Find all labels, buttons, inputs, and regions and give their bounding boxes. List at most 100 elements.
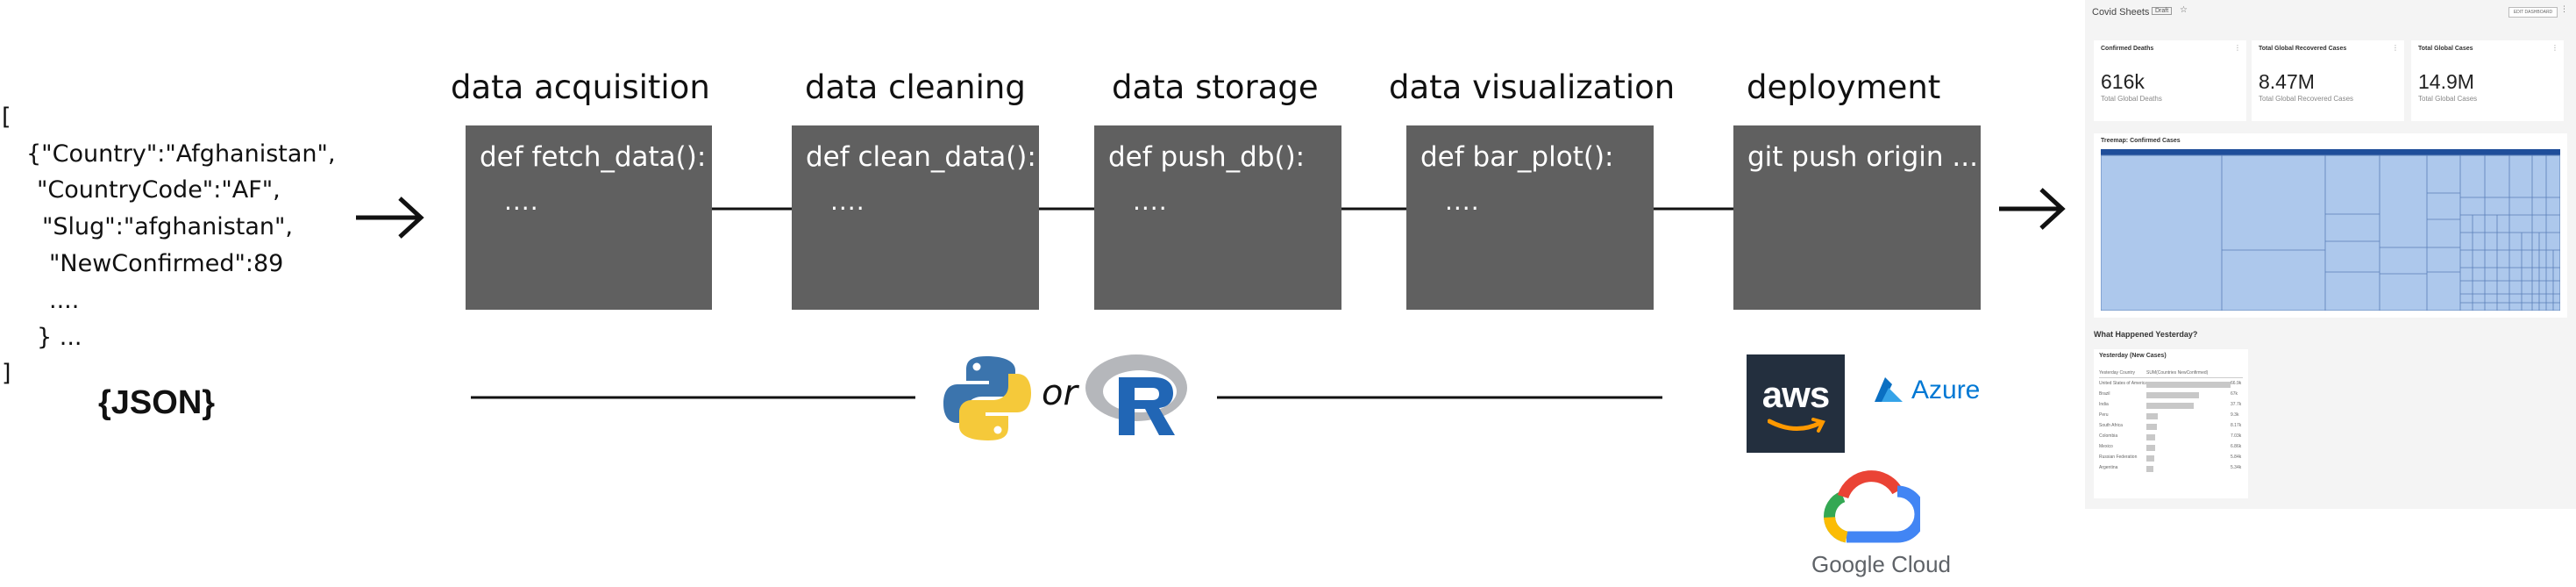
column-header[interactable]: Yesterday Country bbox=[2099, 370, 2135, 376]
treemap-chart bbox=[2101, 149, 2560, 311]
kebab-icon[interactable]: ⋮ bbox=[2551, 44, 2558, 52]
arrow-right-icon bbox=[1999, 188, 2066, 230]
kpi-value: 8.47M bbox=[2259, 70, 2315, 93]
treemap-panel: Treemap: Confirmed Cases bbox=[2094, 133, 2567, 318]
stage-box-acquisition: def fetch_data(): .... bbox=[466, 125, 712, 310]
table-row: Russian Federation 5.84k bbox=[2099, 455, 2243, 463]
yesterday-title: Yesterday (New Cases) bbox=[2099, 353, 2167, 359]
stage-title-acquisition: data acquisition bbox=[451, 68, 710, 106]
country-cell: Argentina bbox=[2099, 465, 2118, 470]
kebab-icon[interactable]: ⋮ bbox=[2392, 44, 2399, 52]
value-bar bbox=[2146, 413, 2159, 419]
aws-smile-icon bbox=[1768, 418, 1825, 433]
stage-title-deployment: deployment bbox=[1747, 68, 1941, 106]
azure-label: Azure bbox=[1911, 376, 1981, 404]
value-cell: 7.03k bbox=[2231, 433, 2242, 439]
table-row: Brazil 67k bbox=[2099, 391, 2243, 400]
kpi-card: Confirmed Deaths ⋮ 616k Total Global Dea… bbox=[2094, 40, 2246, 121]
kpi-label: Total Global Cases bbox=[2418, 46, 2473, 52]
stage-code: def fetch_data(): bbox=[480, 141, 707, 173]
value-cell: 67k bbox=[2231, 391, 2238, 397]
country-cell: United States of America bbox=[2099, 381, 2148, 386]
python-logo-icon bbox=[943, 356, 1031, 440]
json-line: {"Country":"Afghanistan", bbox=[26, 140, 336, 168]
stage-box-storage: def push_db(): .... bbox=[1094, 125, 1341, 310]
dashboard-screenshot: Covid Sheets Draft ☆ EDIT DASHBOARD ⋮ Co… bbox=[2085, 0, 2576, 509]
treemap-title: Treemap: Confirmed Cases bbox=[2101, 138, 2181, 144]
value-bar bbox=[2146, 434, 2155, 440]
stage-code: def push_db(): bbox=[1108, 141, 1306, 173]
value-bar bbox=[2146, 445, 2155, 451]
aws-logo: aws bbox=[1747, 354, 1845, 453]
value-bar bbox=[2146, 455, 2154, 462]
country-cell: Russian Federation bbox=[2099, 455, 2138, 460]
json-line: "Slug":"afghanistan", bbox=[42, 213, 294, 240]
table-row: Colombia 7.03k bbox=[2099, 433, 2243, 442]
value-cell: 37.7k bbox=[2231, 402, 2242, 407]
json-line: "CountryCode":"AF", bbox=[37, 176, 281, 204]
stage-dots: .... bbox=[1445, 187, 1480, 216]
value-cell: 5.84k bbox=[2231, 455, 2242, 460]
kpi-subtitle: Total Global Cases bbox=[2418, 95, 2478, 103]
value-cell: 5.34k bbox=[2231, 465, 2242, 470]
value-bar bbox=[2146, 382, 2231, 388]
json-line: } ... bbox=[37, 324, 82, 351]
more-menu-icon[interactable]: ⋮ bbox=[2560, 5, 2568, 14]
table-header: Yesterday Country SUM(Countries NewConfi… bbox=[2099, 370, 2243, 378]
kpi-value: 14.9M bbox=[2418, 70, 2474, 93]
google-cloud-logo-icon bbox=[1824, 470, 1920, 543]
kpi-subtitle: Total Global Deaths bbox=[2101, 95, 2162, 103]
column-header[interactable]: SUM(Countries NewConfirmed) bbox=[2146, 370, 2209, 376]
country-cell: Mexico bbox=[2099, 444, 2113, 449]
table-row: India 37.7k bbox=[2099, 402, 2243, 411]
kpi-card: Total Global Recovered Cases ⋮ 8.47M Tot… bbox=[2252, 40, 2404, 121]
arrow-right-icon bbox=[356, 197, 424, 239]
dashboard-title: Covid Sheets bbox=[2092, 7, 2150, 18]
stage-dots: .... bbox=[830, 187, 865, 216]
json-line: .... bbox=[49, 287, 80, 314]
google-cloud-label: Google Cloud bbox=[1811, 551, 1951, 577]
stage-title-storage: data storage bbox=[1112, 68, 1319, 106]
stage-code: def clean_data(): bbox=[806, 141, 1036, 173]
kpi-label: Confirmed Deaths bbox=[2101, 46, 2154, 52]
json-badge: {JSON} bbox=[98, 384, 216, 421]
section-title-yesterday: What Happened Yesterday? bbox=[2094, 330, 2198, 339]
stage-box-cleaning: def clean_data(): .... bbox=[792, 125, 1039, 310]
country-cell: Brazil bbox=[2099, 391, 2110, 397]
edit-dashboard-button[interactable]: EDIT DASHBOARD bbox=[2508, 7, 2558, 18]
table-row: Peru 9.3k bbox=[2099, 412, 2243, 421]
country-cell: India bbox=[2099, 402, 2109, 407]
or-label: or bbox=[1042, 373, 1078, 413]
country-cell: Colombia bbox=[2099, 433, 2118, 439]
aws-label: aws bbox=[1761, 374, 1830, 415]
stage-box-visualization: def bar_plot(): .... bbox=[1406, 125, 1654, 310]
value-cell: 9.3k bbox=[2231, 412, 2239, 418]
yesterday-table-panel: Yesterday (New Cases) Yesterday Country … bbox=[2094, 349, 2248, 498]
star-icon[interactable]: ☆ bbox=[2180, 5, 2188, 15]
stage-code: def bar_plot(): bbox=[1420, 141, 1614, 173]
stage-title-visualization: data visualization bbox=[1389, 68, 1676, 106]
value-bar bbox=[2146, 403, 2194, 409]
value-bar bbox=[2146, 466, 2153, 472]
r-logo-icon bbox=[1085, 354, 1187, 435]
value-cell: 66.9k bbox=[2231, 381, 2242, 386]
table-row: Argentina 5.34k bbox=[2099, 465, 2243, 474]
stage-dots: .... bbox=[1133, 187, 1168, 216]
stage-code: git push origin ... bbox=[1747, 141, 1978, 173]
json-line: ] bbox=[2, 360, 11, 387]
stage-title-cleaning: data cleaning bbox=[805, 68, 1026, 106]
kebab-icon[interactable]: ⋮ bbox=[2234, 44, 2241, 52]
json-line: [ bbox=[2, 104, 11, 131]
country-cell: Peru bbox=[2099, 412, 2109, 418]
stage-box-deployment: git push origin ... bbox=[1733, 125, 1981, 310]
kpi-card: Total Global Cases ⋮ 14.9M Total Global … bbox=[2411, 40, 2564, 121]
json-line: "NewConfirmed":89 bbox=[49, 250, 284, 277]
value-cell: 8.17k bbox=[2231, 423, 2242, 428]
kpi-label: Total Global Recovered Cases bbox=[2259, 46, 2347, 52]
value-bar bbox=[2146, 424, 2157, 430]
kpi-subtitle: Total Global Recovered Cases bbox=[2259, 95, 2354, 103]
draft-badge: Draft bbox=[2152, 7, 2173, 15]
